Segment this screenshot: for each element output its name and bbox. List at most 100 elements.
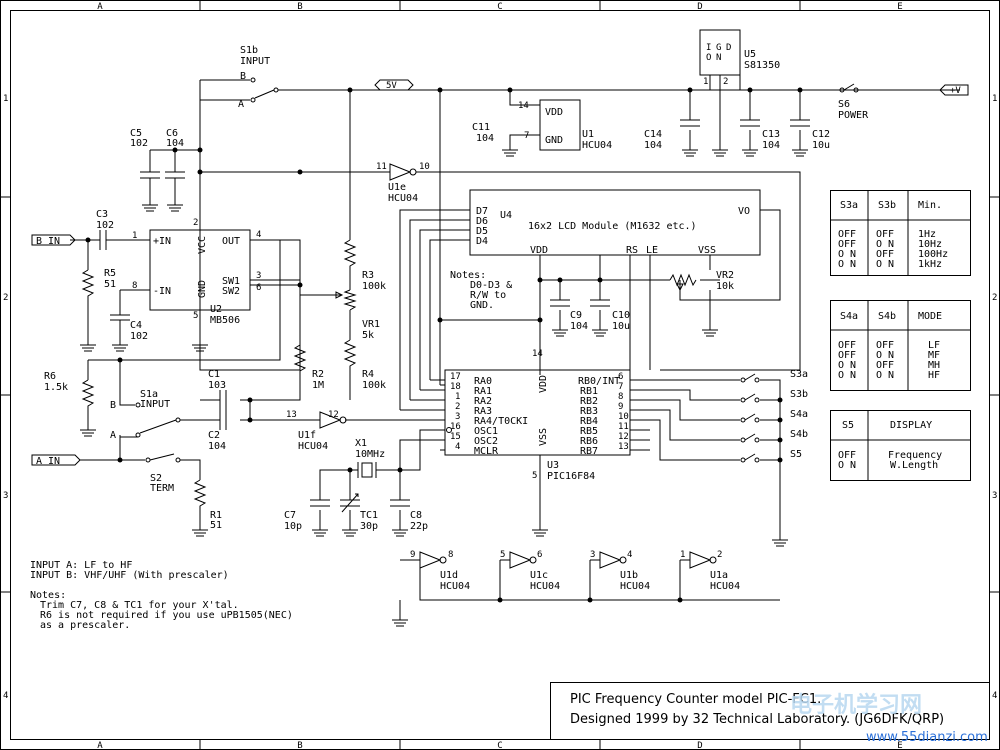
u1e-value: HCU04 <box>388 193 418 204</box>
svg-text:14: 14 <box>518 101 529 111</box>
svg-text:MF: MF <box>928 350 940 361</box>
c13-name: C13 <box>762 129 780 140</box>
svg-text:6: 6 <box>256 283 261 293</box>
u1f-name: U1f <box>298 430 316 441</box>
r1-name: R1 <box>210 510 222 521</box>
c10-value: 10u <box>612 321 630 332</box>
svg-text:GND.: GND. <box>470 300 494 311</box>
svg-text:18: 18 <box>450 382 461 392</box>
svg-text:VDD: VDD <box>530 245 548 256</box>
svg-text:4: 4 <box>627 550 632 560</box>
row-2-right: 2 <box>992 293 997 303</box>
svg-text:8: 8 <box>448 550 453 560</box>
svg-text:DISPLAY: DISPLAY <box>890 420 932 431</box>
u1-body <box>539 99 581 151</box>
u1b-value: HCU04 <box>620 581 650 592</box>
svg-text:R6 is not required if you use: R6 is not required if you use uPB1505(NE… <box>40 610 293 621</box>
svg-text:W.Length: W.Length <box>890 460 938 471</box>
input-notes: INPUT A: LF to HF INPUT B: VHF/UHF (With… <box>30 560 229 581</box>
svg-text:LF: LF <box>928 340 940 351</box>
svg-text:17: 17 <box>450 372 461 382</box>
svg-text:1Hz: 1Hz <box>918 229 936 240</box>
svg-text:OSC1: OSC1 <box>474 426 498 437</box>
svg-text:MCLR: MCLR <box>474 446 499 457</box>
lcd-notes: Notes: D0-D3 & R/W to GND. <box>450 270 512 311</box>
svg-text:10: 10 <box>419 162 430 172</box>
svg-text:OUT: OUT <box>222 236 240 247</box>
net-plusv-label: +V <box>950 86 961 96</box>
c5-value: 102 <box>130 138 148 149</box>
svg-text:RA1: RA1 <box>474 386 492 397</box>
svg-text:B: B <box>240 71 246 82</box>
col-d-bottom: D <box>697 741 702 750</box>
svg-text:5: 5 <box>532 471 537 481</box>
u2-name: U2 <box>210 304 222 315</box>
svg-text:D: D <box>726 43 731 53</box>
c11-value: 104 <box>476 133 494 144</box>
vr2-name: VR2 <box>716 270 734 281</box>
svg-text:6: 6 <box>537 550 542 560</box>
col-c-bottom: C <box>497 741 502 750</box>
watermark-cn: 电子机学习网 <box>790 692 922 718</box>
s1b-name: S1b <box>240 45 258 56</box>
row-1-right: 1 <box>992 94 997 104</box>
svg-text:10Hz: 10Hz <box>918 239 942 250</box>
s6-name: S6 <box>838 99 850 110</box>
row-1-left: 1 <box>3 94 8 104</box>
svg-text:8: 8 <box>132 281 137 291</box>
svg-text:R/W to: R/W to <box>470 290 506 301</box>
svg-text:1: 1 <box>455 392 460 402</box>
c9-value: 104 <box>570 321 588 332</box>
svg-text:S4a: S4a <box>840 311 858 322</box>
svg-text:S4b: S4b <box>878 311 896 322</box>
svg-text:6: 6 <box>618 372 623 382</box>
grid-labels: A B C D E A B C D E 1 2 3 4 1 2 3 4 <box>3 2 997 750</box>
u5-pin-labels: IO GN D <box>706 43 731 63</box>
s2-value: TERM <box>150 483 174 494</box>
svg-text:RB2: RB2 <box>580 396 598 407</box>
c9-name: C9 <box>570 310 582 321</box>
u2-value: MB506 <box>210 315 240 326</box>
svg-text:16: 16 <box>450 422 461 432</box>
a-in-label: A IN <box>36 456 60 467</box>
u1-name: U1 <box>582 129 594 140</box>
u4-body <box>469 189 761 256</box>
vr1-name: VR1 <box>362 319 380 330</box>
u1f-value: HCU04 <box>298 441 328 452</box>
svg-text:VDD: VDD <box>538 375 549 393</box>
c6-value: 104 <box>166 138 184 149</box>
inverters <box>319 163 717 569</box>
svg-text:GND: GND <box>197 280 208 298</box>
u1e-name: U1e <box>388 182 406 193</box>
c3-value: 102 <box>96 220 114 231</box>
s1a-name: S1a <box>140 389 158 400</box>
junctions <box>85 87 803 603</box>
svg-text:2: 2 <box>717 550 722 560</box>
u5-name: U5 <box>744 49 756 60</box>
svg-text:13: 13 <box>286 410 297 420</box>
trimmer-tc1 <box>340 493 360 513</box>
svg-text:OFF: OFF <box>876 229 894 240</box>
svg-text:11: 11 <box>376 162 387 172</box>
r5-value: 51 <box>104 279 116 290</box>
u1-gnd-label: GND <box>545 135 563 146</box>
col-e-bottom: E <box>897 741 902 750</box>
resistors <box>81 239 697 510</box>
svg-text:OFF: OFF <box>838 450 856 461</box>
svg-text:RS: RS <box>626 245 638 256</box>
u5-value: S81350 <box>744 60 780 71</box>
svg-text:13: 13 <box>618 442 629 452</box>
svg-text:3: 3 <box>256 271 261 281</box>
svg-text:2: 2 <box>723 77 728 87</box>
col-b-bottom: B <box>297 741 302 750</box>
title-line-2: Designed 1999 by 32 Technical Laboratory… <box>570 712 944 727</box>
svg-text:100Hz: 100Hz <box>918 249 948 260</box>
tc1-value: 30p <box>360 521 378 532</box>
row-4-right: 4 <box>992 691 997 701</box>
svg-text:D6: D6 <box>476 216 488 227</box>
svg-text:RA3: RA3 <box>474 406 492 417</box>
